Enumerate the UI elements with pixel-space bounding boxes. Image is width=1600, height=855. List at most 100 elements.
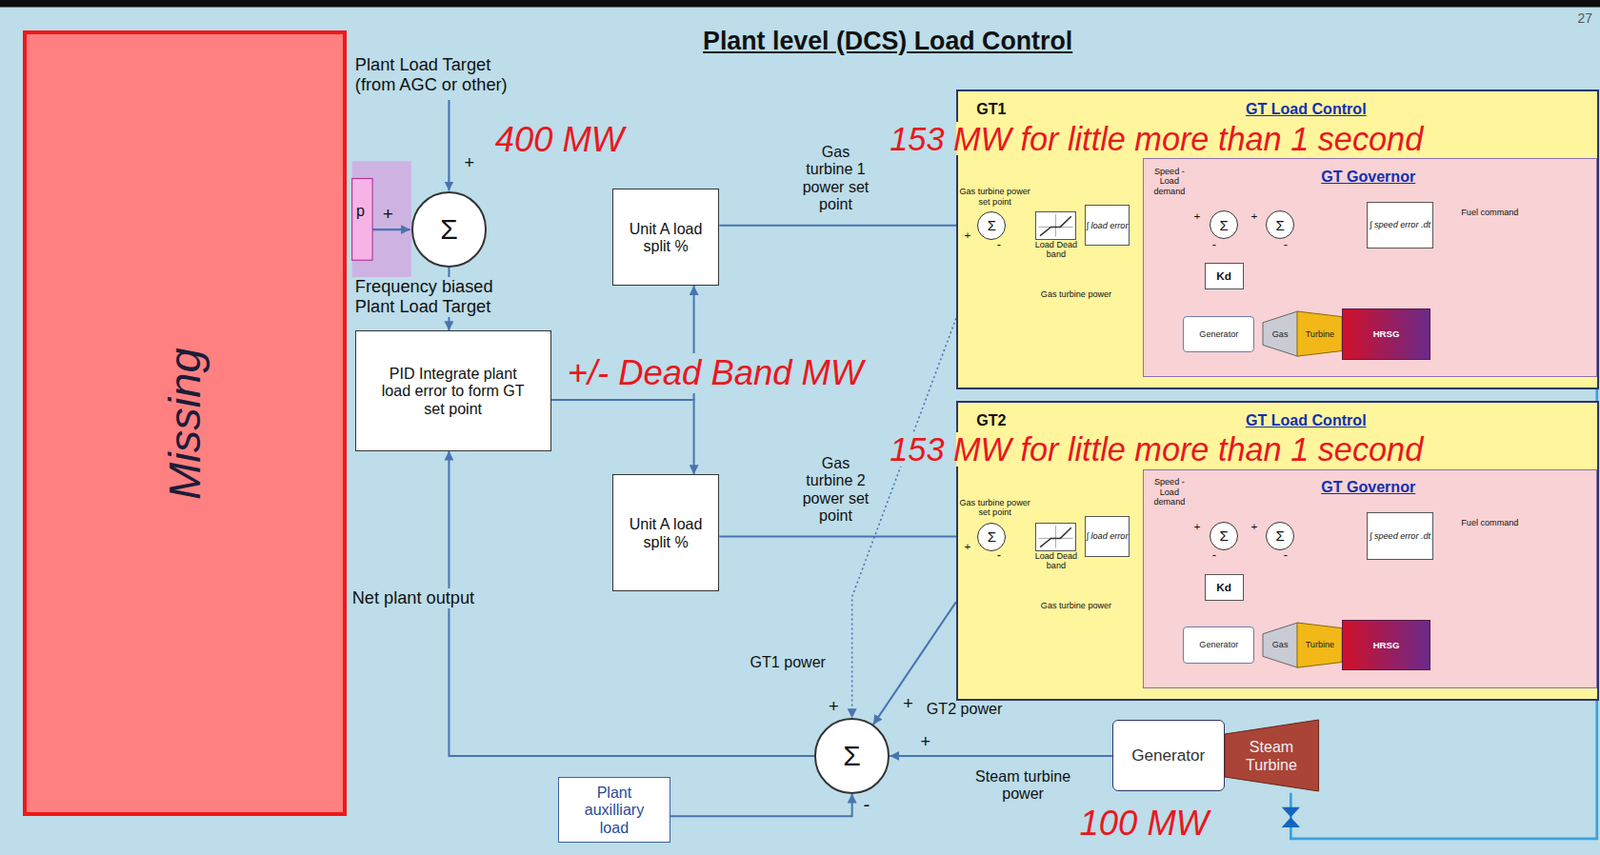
node-text: GT Governor — [1320, 478, 1416, 496]
signal-label: Speed - Load demand — [1146, 477, 1192, 507]
db-outline — [1036, 212, 1076, 240]
node-text: Generator — [1131, 746, 1205, 766]
sign-label: - — [1212, 548, 1217, 563]
integrator-block: ∫ speed error .dt — [1366, 201, 1434, 249]
steam-turbine-shape: Steam Turbine — [1224, 720, 1320, 792]
compressor-shape: Gas — [1262, 622, 1298, 668]
signal-label: Fuel command — [1460, 207, 1519, 218]
node-text: GT Load Control — [1245, 100, 1367, 118]
signal-connector — [889, 755, 1113, 758]
signal-label: Gas turbine power — [1040, 600, 1112, 611]
sign-label: + — [964, 228, 972, 242]
node-text: ∫ speed error .dt — [1369, 531, 1431, 541]
db-outline — [1036, 523, 1076, 551]
summing-junction: Σ — [814, 718, 890, 794]
node-text: Σ — [1220, 527, 1229, 544]
sign-label: - — [862, 794, 870, 817]
node-text: Unit A load split % — [620, 515, 712, 551]
bias-signal-line — [372, 228, 411, 231]
node-text: Unit A load split % — [620, 220, 712, 256]
node-text: Steam Turbine — [1235, 738, 1307, 774]
signal-label: Steam turbine power — [954, 767, 1093, 803]
governor-panel: GT GovernorΣ Σ ∫ speed error .dtKdGenerato… — [1142, 158, 1598, 378]
node-text: Σ — [987, 528, 997, 545]
load-target-line — [447, 100, 450, 191]
signal-label: Speed - Load demand — [1146, 166, 1192, 197]
node-text: Load Dead band — [1033, 240, 1079, 260]
node-text: ∫ load error — [1086, 220, 1129, 231]
hrsg-box: HRSG — [1341, 620, 1430, 672]
steam-valve — [1281, 807, 1300, 828]
sign-label: + — [1194, 209, 1201, 223]
sign-label: + — [1251, 209, 1259, 223]
summing-junction: Σ — [1265, 521, 1295, 551]
process-box: PID Integrate plant load error to form G… — [355, 330, 552, 451]
node-text: Σ — [1275, 217, 1284, 234]
node-text: Σ — [842, 740, 861, 774]
signal-label: Gas turbine power set point — [959, 186, 1031, 207]
signal-connector — [551, 400, 695, 475]
node-text: Σ — [1275, 527, 1284, 544]
sign-label: + — [382, 203, 394, 225]
callout-note: 153 MW for little more than 1 second — [889, 121, 1423, 157]
node-text: Generator — [1199, 329, 1239, 340]
node-text: ∫ speed error .dt — [1369, 220, 1431, 230]
callout-note: 153 MW for little more than 1 second — [889, 432, 1423, 467]
callout-note: 100 MW — [1080, 803, 1210, 844]
summing-junction: Σ — [977, 211, 1006, 240]
node-text: GT1 — [976, 100, 1006, 118]
summing-junction: Σ — [977, 522, 1006, 552]
summing-junction: Σ — [1265, 210, 1295, 240]
signal-connector — [670, 794, 853, 818]
gain-block: Kd — [1204, 574, 1244, 601]
node-text: GT2 — [976, 411, 1006, 429]
summing-junction: Σ — [1209, 521, 1239, 551]
deadband-block: Load Dead band — [1035, 211, 1077, 240]
signal-label: Plant Load Target (from AGC or other) — [355, 55, 529, 96]
signal-label: Net plant output — [352, 588, 476, 609]
signal-label: GT1 power — [750, 653, 826, 671]
generator-box: Generator — [1182, 626, 1255, 664]
integrator-block: ∫ load error — [1084, 204, 1130, 246]
cut-off-panel — [352, 160, 412, 278]
node-text: GT Governor — [1320, 167, 1416, 185]
sign-label: + — [1194, 520, 1201, 534]
compressor-shape: Gas — [1262, 311, 1298, 357]
sign-label: + — [1251, 520, 1259, 534]
node-text: Generator — [1199, 640, 1239, 650]
process-box: Unit A load split % — [612, 474, 720, 592]
node-text: Kd — [1216, 269, 1232, 283]
node-text: Gas — [1272, 329, 1289, 340]
gain-block: Kd — [1204, 262, 1244, 290]
integrator-block: ∫ speed error .dt — [1366, 512, 1434, 560]
sign-label: + — [920, 732, 931, 753]
signal-connector — [852, 318, 957, 719]
cut-off-box — [352, 179, 373, 261]
governor-panel: GT GovernorΣ Σ ∫ speed error .dtKdGenerato… — [1142, 469, 1598, 689]
node-text: Load Dead band — [1033, 551, 1079, 572]
node-text: Plant auxilliary load — [573, 783, 656, 837]
signal-connector — [448, 451, 815, 757]
sign-label: + — [902, 694, 914, 715]
missing-panel: Missing — [22, 30, 348, 817]
hrsg-box: HRSG — [1341, 308, 1430, 360]
signal-label: Gas turbine power set point — [959, 498, 1031, 519]
signal-label: p — [356, 201, 365, 220]
signal-label: Gas turbine power — [1040, 289, 1112, 300]
page-number: 27 — [1577, 10, 1592, 26]
deadband-block: Load Dead band — [1035, 522, 1077, 552]
signal-connector — [719, 224, 978, 227]
summing-junction: Σ — [1209, 210, 1239, 240]
generator-box: Generator — [1112, 720, 1225, 792]
sign-label: - — [1283, 548, 1288, 563]
signal-connector — [719, 536, 978, 539]
node-text: Σ — [1220, 217, 1229, 234]
sign-label: + — [464, 153, 476, 174]
callout-note: +/- Dead Band MW — [567, 353, 864, 394]
node-text: Missing — [159, 347, 211, 500]
sign-label: + — [964, 540, 972, 554]
node-text: Turbine — [1305, 640, 1336, 650]
node-text: PID Integrate plant load error to form G… — [381, 364, 525, 418]
node-text: ∫ load error — [1086, 531, 1129, 541]
turbine-shape: Turbine — [1297, 622, 1342, 668]
